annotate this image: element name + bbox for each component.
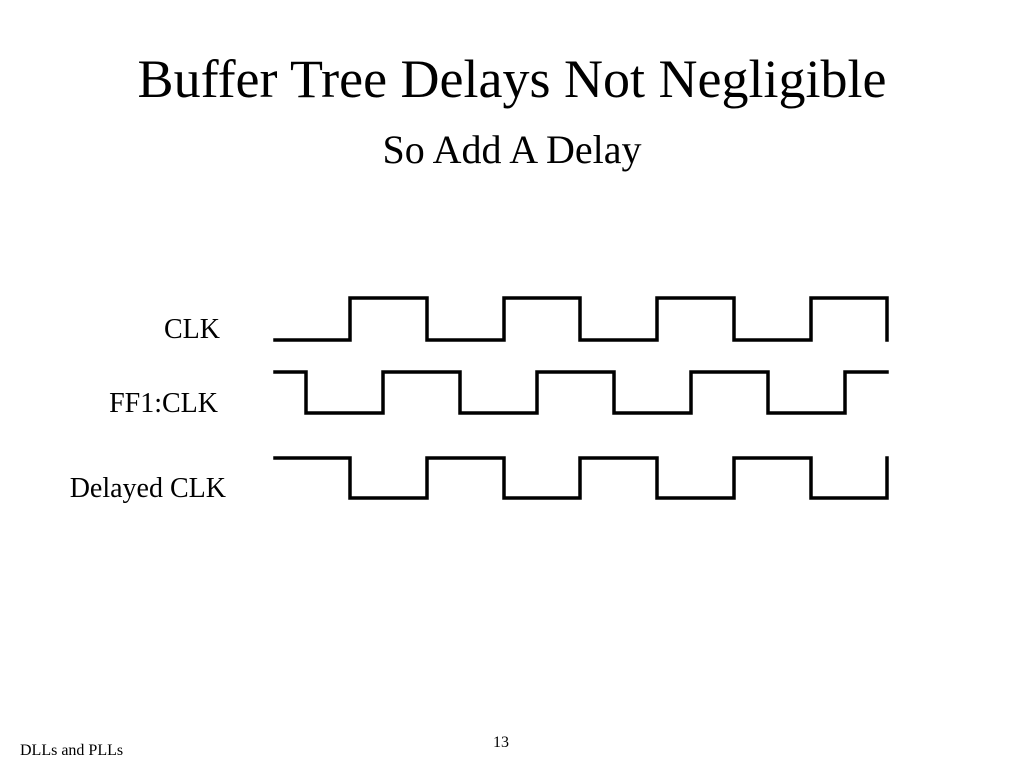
ff1-clk-waveform: [273, 370, 889, 415]
slide-subtitle: So Add A Delay: [382, 127, 642, 172]
footer-deck-title: DLLs and PLLs: [20, 742, 124, 759]
clk-signal-label: CLK: [164, 314, 220, 345]
clk-waveform: [273, 296, 889, 342]
delayed-clk-waveform: [273, 456, 889, 500]
delayed-clk-signal-label: Delayed CLK: [69, 473, 226, 504]
ff1-clk-signal-label: FF1:CLK: [109, 388, 218, 419]
page-number: 13: [493, 734, 509, 751]
slide-title: Buffer Tree Delays Not Negligible: [137, 49, 887, 109]
